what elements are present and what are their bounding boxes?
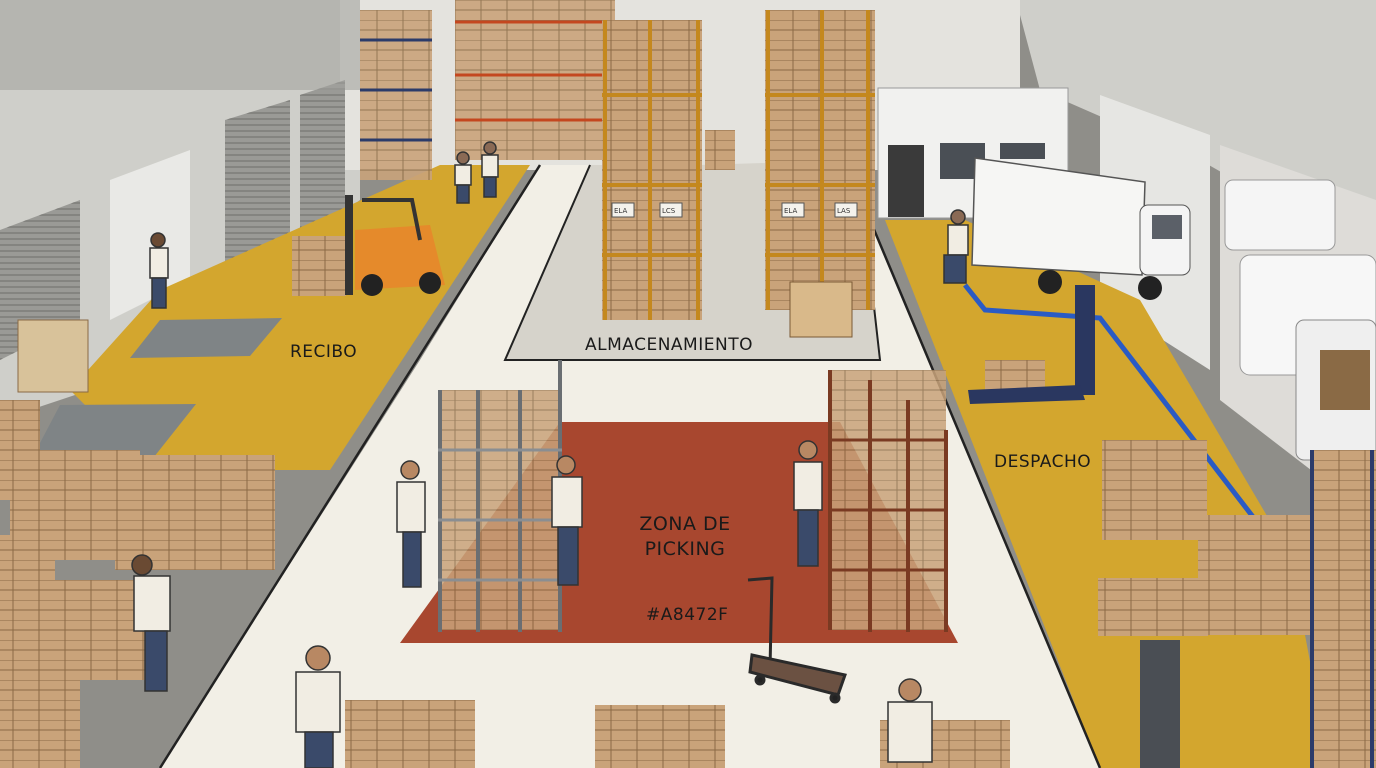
delivery-truck <box>971 157 1191 300</box>
dock-plate <box>130 318 282 358</box>
picking-color-code: #A8472F <box>646 605 729 625</box>
rack-tag: LAS <box>837 207 851 215</box>
rack-tag: ELA <box>614 207 627 215</box>
rack-tag: LCS <box>662 207 676 215</box>
zone-label-almacenamiento: ALMACENAMIENTO <box>585 335 753 355</box>
zone-label-despacho: DESPACHO <box>994 452 1092 472</box>
rack-tag: ELA <box>784 207 797 215</box>
hand-cart <box>747 576 847 704</box>
zone-label-picking: ZONA DE PICKING <box>639 513 731 560</box>
dock-line <box>963 283 1282 554</box>
dock-plate <box>30 404 196 462</box>
pallet-lifter <box>968 285 1095 404</box>
storage-rack-right: ELA LAS <box>765 10 875 338</box>
right-dock-bays <box>1100 95 1376 520</box>
pallet-stacks-right <box>985 360 1376 768</box>
forklift <box>292 195 445 296</box>
back-shelving <box>360 0 735 180</box>
picking-shelf-right <box>828 370 948 632</box>
storage-rack-left: ELA LCS <box>602 20 702 320</box>
zone-label-recibo: RECIBO <box>290 342 358 362</box>
worker-figures <box>131 141 969 768</box>
pallet-stacks-left <box>0 319 275 768</box>
picking-shelf-left <box>438 360 562 632</box>
